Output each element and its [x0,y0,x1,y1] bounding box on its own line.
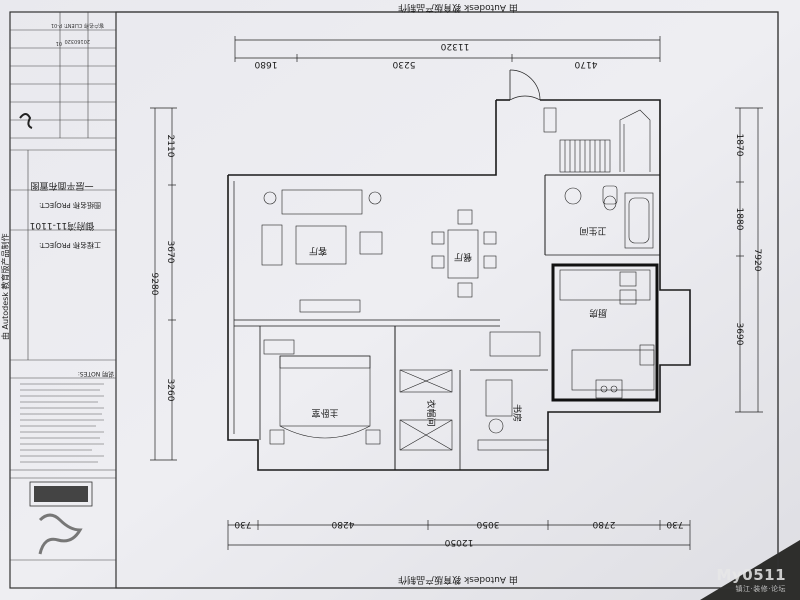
entry-door [509,95,541,101]
project-name-label: 工程名称 PROJECT: [39,241,101,250]
dimension-labels: 11320 1680 5230 4170 12050 730 4280 3050… [149,41,762,547]
dim-bottom-2: 4280 [331,519,354,529]
watermark-brand: My0511 [716,566,786,584]
top-header: 由 Autodesk 教育版产品制作 [398,2,518,14]
notes-label: 说明 NOTES: [78,370,114,378]
dim-top-3: 4170 [574,59,597,69]
drawing-frame [115,11,779,589]
room-study: 书房 [511,404,523,422]
drawing-name: 一层平面布置图 [30,180,93,192]
dim-bottom-overall: 12050 [444,537,473,547]
plan-walls [227,99,691,471]
kitchen-fixtures [559,269,655,399]
dim-top-2: 5230 [392,59,415,69]
dim-bottom-3: 3050 [476,519,499,529]
title-block-texts: 图纸名称 PROJECT: 一层平面布置图 工程名称 PROJECT: 御府湾1… [30,180,115,378]
title-block [10,12,116,561]
dim-left-overall: 9280 [149,273,159,296]
svg-text:20160320: 20160320 [65,38,90,44]
company-logo [29,481,93,555]
notes-text-lines [20,383,104,463]
title-block-fine-print: 20160320 P-01 01 客户名称 CLIENT: [51,22,104,46]
left-header: 由 Autodesk 教育版产品制作 [0,234,10,340]
room-bathroom: 卫生间 [579,225,606,237]
room-living: 客厅 [309,245,327,257]
room-kitchen: 厨房 [589,307,607,319]
svg-text:P-01: P-01 [51,22,62,28]
dim-left-1: 2110 [165,135,175,158]
dim-right-overall: 7920 [752,249,762,272]
staircase [543,107,651,173]
bathroom-fixtures [564,185,654,249]
site-watermark: My0511 镇江·装修·论坛 [717,566,786,594]
master-bed [263,339,381,445]
drawing-name-label: 图纸名称 PROJECT: [39,201,101,210]
dim-right-2: 1880 [734,208,744,231]
living-sofa-set [261,189,383,313]
dim-left-2: 3670 [165,241,175,264]
dimension-lines [150,36,763,550]
dim-left-3: 3260 [165,379,175,402]
dim-bottom-5: 730 [666,519,683,529]
bottom-header: 由 Autodesk 教育版产品制作 [398,574,518,586]
dim-bottom-1: 730 [234,519,251,529]
dining-table [431,209,497,298]
closet-fixtures [399,369,453,451]
dim-top-1: 1680 [254,59,277,69]
project-name: 御府湾11-1101 [30,220,95,232]
kitchen-highlight [551,263,659,402]
dim-top-overall: 11320 [440,41,469,51]
room-master-bedroom: 主卧室 [311,407,338,419]
svg-text:客户名称 CLIENT:: 客户名称 CLIENT: [63,22,104,29]
watermark-sub: 镇江·装修·论坛 [735,585,786,593]
dim-right-3: 3690 [734,323,744,346]
room-dining: 餐厅 [454,251,472,263]
dim-right-1: 1870 [734,134,744,157]
dim-bottom-4: 2780 [592,519,615,529]
signature-mark [19,113,33,129]
svg-text:01: 01 [56,40,62,46]
study-fixtures [477,331,549,451]
room-closet: 衣帽间 [425,399,437,426]
